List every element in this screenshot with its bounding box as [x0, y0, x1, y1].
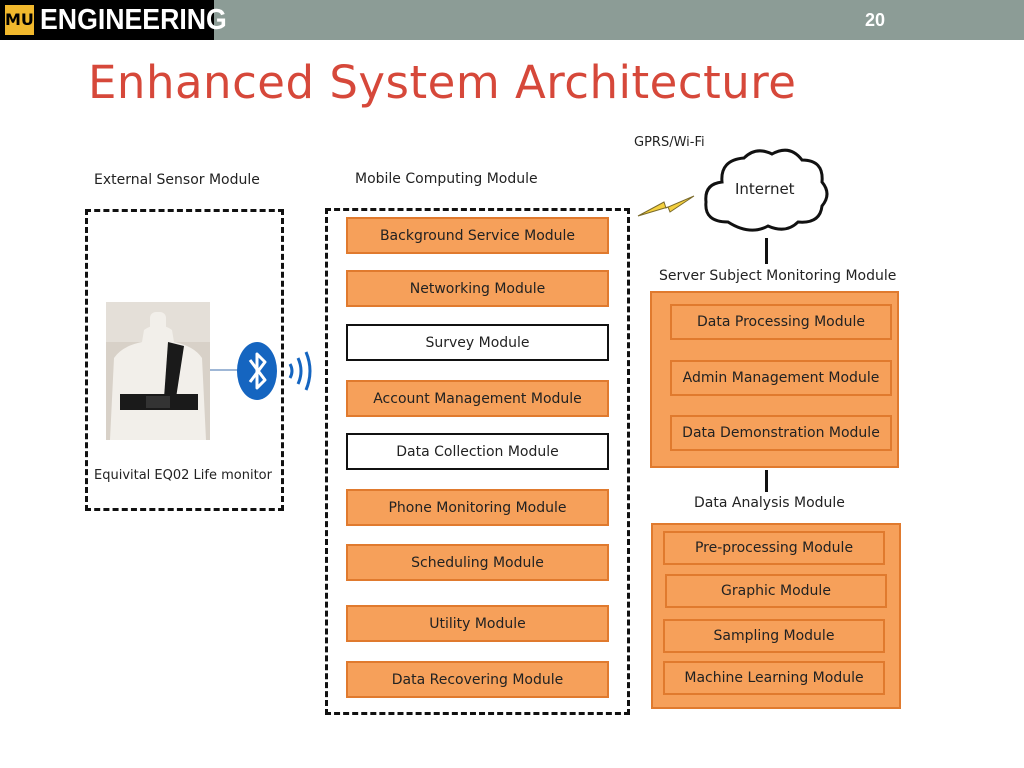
bluetooth-icon [237, 342, 277, 400]
logo-text: ENGINEERING [39, 3, 227, 36]
sampling-module: Sampling Module [663, 619, 885, 653]
cloud-icon [704, 148, 829, 232]
survey-module: Survey Module [346, 324, 609, 361]
graphic-module: Graphic Module [665, 574, 887, 608]
mobile-computing-container [325, 208, 630, 715]
admin-management-module: Admin Management Module [670, 360, 892, 396]
data-analysis-label: Data Analysis Module [694, 495, 845, 511]
scheduling-module: Scheduling Module [346, 544, 609, 581]
internet-server-connector [765, 238, 768, 264]
university-logo: MU ENGINEERING [0, 0, 227, 40]
data-recovering-module: Data Recovering Module [346, 661, 609, 698]
utility-module: Utility Module [346, 605, 609, 642]
mobile-computing-label: Mobile Computing Module [355, 171, 538, 187]
background-service-module: Background Service Module [346, 217, 609, 254]
gprs-wifi-label: GPRS/Wi-Fi [634, 135, 705, 150]
data-demonstration-module: Data Demonstration Module [670, 415, 892, 451]
wireless-signal-icon [288, 351, 312, 391]
slide-title: Enhanced System Architecture [88, 56, 797, 109]
server-analysis-connector [765, 470, 768, 492]
external-sensor-container [85, 209, 284, 511]
preprocessing-module: Pre-processing Module [663, 531, 885, 565]
account-management-module: Account Management Module [346, 380, 609, 417]
machine-learning-module: Machine Learning Module [663, 661, 885, 695]
mu-logo-icon: MU [5, 5, 34, 35]
networking-module: Networking Module [346, 270, 609, 307]
external-sensor-label: External Sensor Module [94, 172, 260, 188]
data-collection-module: Data Collection Module [346, 433, 609, 470]
phone-monitoring-module: Phone Monitoring Module [346, 489, 609, 526]
server-monitoring-label: Server Subject Monitoring Module [659, 268, 897, 284]
lightning-icon [637, 195, 695, 217]
bluetooth-link [210, 342, 312, 400]
slide-number: 20 [864, 10, 886, 30]
chest-monitor-photo [106, 302, 210, 440]
data-processing-module: Data Processing Module [670, 304, 892, 340]
internet-label: Internet [735, 180, 795, 198]
device-caption: Equivital EQ02 Life monitor [94, 468, 272, 483]
